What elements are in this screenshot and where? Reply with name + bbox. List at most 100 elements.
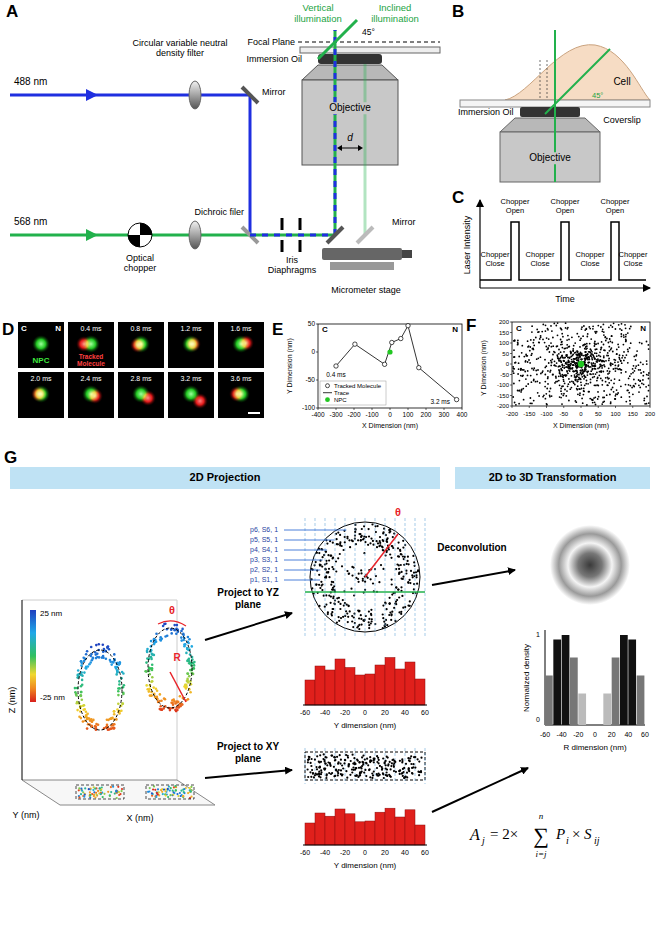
molecule-spot — [185, 336, 201, 352]
tick — [372, 408, 373, 410]
localization-dot — [626, 390, 628, 392]
tick — [316, 352, 318, 353]
localization-dot — [533, 400, 535, 402]
generated-art — [18, 322, 650, 845]
localization-dot — [583, 390, 585, 392]
localization-dot — [638, 369, 640, 371]
projected-dot — [400, 613, 402, 615]
localization-dot — [189, 662, 192, 665]
localization-dot — [638, 384, 640, 386]
localization-dot — [193, 667, 196, 670]
projected-dot — [332, 568, 334, 570]
localization-dot — [514, 339, 516, 341]
localization-dot — [545, 346, 547, 348]
localization-dot — [585, 383, 587, 385]
bin-line — [335, 518, 336, 636]
projected-dot — [83, 796, 85, 798]
localization-dot — [568, 365, 570, 367]
tick — [316, 380, 318, 381]
localization-dot — [574, 384, 576, 386]
localization-dot — [648, 390, 650, 392]
projected-dot — [362, 580, 364, 582]
localization-dot — [192, 667, 195, 670]
projected-dot — [358, 617, 360, 619]
localization-dot — [619, 369, 621, 371]
projected-dot — [382, 549, 384, 551]
projected-dot — [336, 622, 338, 624]
localization-dot — [613, 368, 615, 370]
micrometer-stage — [322, 248, 402, 260]
localization-dot — [118, 680, 121, 683]
projected-dot — [375, 531, 377, 533]
projected-dot — [320, 769, 322, 771]
projected-dot — [372, 544, 374, 546]
projected-dot — [401, 571, 403, 573]
projected-dot — [352, 626, 354, 628]
localization-dot — [603, 344, 605, 346]
projected-dot — [347, 616, 349, 618]
projected-dot — [389, 603, 391, 605]
localization-dot — [589, 398, 591, 400]
z-axis — [22, 600, 23, 780]
localization-dot — [638, 391, 640, 393]
offset-arrow — [337, 145, 342, 151]
localization-dot — [589, 328, 591, 330]
projected-dot — [95, 792, 97, 794]
localization-dot — [635, 355, 637, 357]
localization-dot — [592, 365, 594, 367]
localization-dot — [145, 684, 148, 687]
localization-dot — [608, 360, 610, 362]
leader-line — [284, 550, 327, 551]
localization-dot — [515, 362, 517, 364]
localization-dot — [153, 643, 156, 646]
projected-dot — [405, 763, 407, 765]
localization-dot — [599, 360, 601, 362]
localization-dot — [586, 336, 588, 338]
localization-dot — [588, 356, 590, 358]
projected-dot — [335, 570, 337, 572]
projected-dot — [152, 793, 154, 795]
projected-dot — [155, 796, 157, 798]
nd-filter — [189, 81, 201, 109]
localization-dot — [160, 709, 163, 712]
localization-dot — [119, 663, 122, 666]
projected-dot — [318, 766, 320, 768]
projected-dot — [176, 793, 178, 795]
localization-dot — [559, 370, 561, 372]
cell-illumination — [460, 30, 650, 182]
localization-dot — [525, 361, 527, 363]
localization-dot — [513, 340, 515, 342]
localization-dot — [586, 347, 588, 349]
tick — [510, 364, 512, 365]
localization-dot — [648, 348, 650, 350]
projected-dot — [398, 568, 400, 570]
projected-dot — [339, 603, 341, 605]
projected-dot — [400, 611, 402, 613]
projected-dot — [339, 608, 341, 610]
localization-dot — [589, 352, 591, 354]
localization-dot — [80, 660, 83, 663]
localization-dot — [552, 374, 554, 376]
localization-dot — [596, 331, 598, 333]
localization-dot — [535, 370, 537, 372]
localization-dot — [575, 366, 577, 368]
localization-dot — [599, 363, 601, 365]
localization-dot — [625, 341, 627, 343]
localization-dot — [558, 353, 560, 355]
localization-dot — [92, 657, 95, 660]
projected-dot — [183, 792, 185, 794]
projected-dot — [339, 544, 341, 546]
projected-dot — [320, 564, 322, 566]
localization-dot — [186, 672, 189, 675]
localization-dot — [539, 338, 541, 340]
localization-dot — [558, 360, 560, 362]
localization-dot — [594, 352, 596, 354]
localization-dot — [620, 372, 622, 374]
localization-dot — [603, 390, 605, 392]
localization-dot — [603, 349, 605, 351]
objective-cap — [500, 118, 600, 132]
localization-dot — [185, 652, 188, 655]
localization-dot — [614, 378, 616, 380]
localization-dot — [582, 373, 584, 375]
localization-dot — [618, 346, 620, 348]
